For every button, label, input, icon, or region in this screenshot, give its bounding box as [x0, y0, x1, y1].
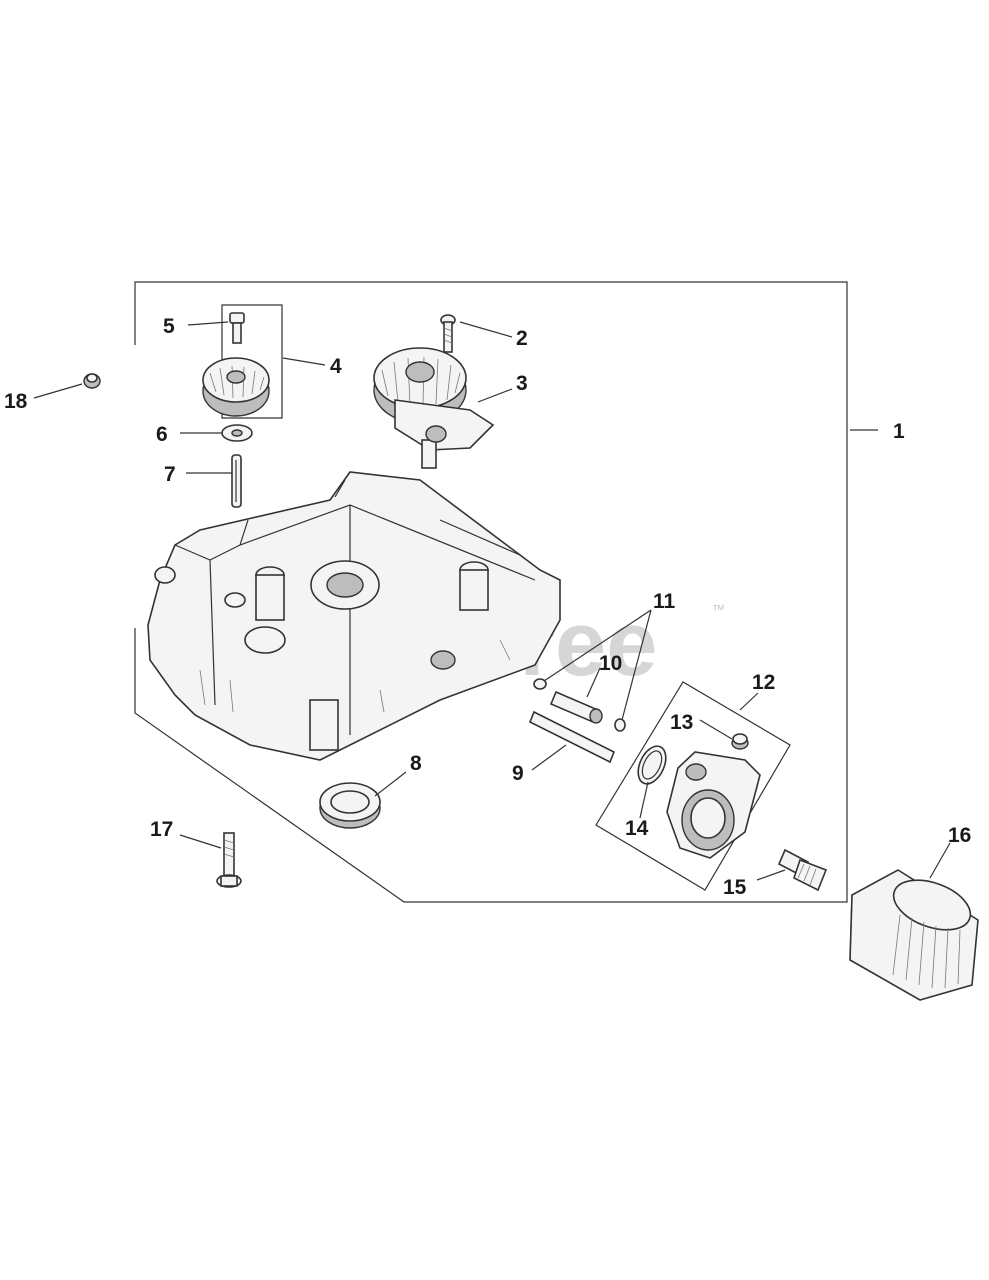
callout-16: 16 [948, 824, 971, 847]
callout-5: 5 [163, 315, 175, 338]
oil-tube-long-part [528, 710, 616, 764]
callout-4: 4 [330, 355, 342, 378]
assembly-boundary [134, 281, 848, 903]
callout-14: 14 [625, 817, 649, 840]
callout-6: 6 [156, 423, 168, 446]
pin-part [231, 454, 242, 508]
callout-1: 1 [893, 420, 905, 443]
long-bolt-part [216, 832, 242, 888]
o-ring-part [533, 678, 626, 732]
callout-12: 12 [752, 671, 775, 694]
callout-11: 11 [653, 590, 676, 613]
oil-pump-gear-part [373, 347, 495, 469]
pump-o-ring-part [637, 745, 667, 785]
screw-part [229, 312, 245, 344]
oil-pump-kit-boundary [595, 681, 791, 891]
oil-seal-part [319, 782, 381, 829]
plug-part [83, 373, 101, 389]
washer-part [221, 424, 253, 442]
small-plug-part [731, 733, 749, 750]
callout-7: 7 [164, 463, 176, 486]
oil-filter-part [849, 869, 979, 1001]
callout-2: 2 [516, 327, 528, 350]
callout-13: 13 [670, 711, 693, 734]
oil-pan-part [147, 471, 561, 761]
callout-9: 9 [512, 762, 524, 785]
fitting-part [777, 848, 828, 892]
cam-gear-part [202, 357, 270, 417]
oil-tube-short-part [549, 690, 603, 724]
bolt-part [440, 314, 456, 353]
watermark-trademark: ™ [712, 602, 725, 617]
callout-15: 15 [723, 876, 747, 899]
callout-18: 18 [4, 390, 28, 413]
callout-10: 10 [599, 652, 622, 675]
callout-3: 3 [516, 372, 528, 395]
callout-17: 17 [150, 818, 173, 841]
oil-pump-housing-part [666, 751, 761, 859]
callout-8: 8 [410, 752, 422, 775]
leader-lines [33, 321, 951, 881]
